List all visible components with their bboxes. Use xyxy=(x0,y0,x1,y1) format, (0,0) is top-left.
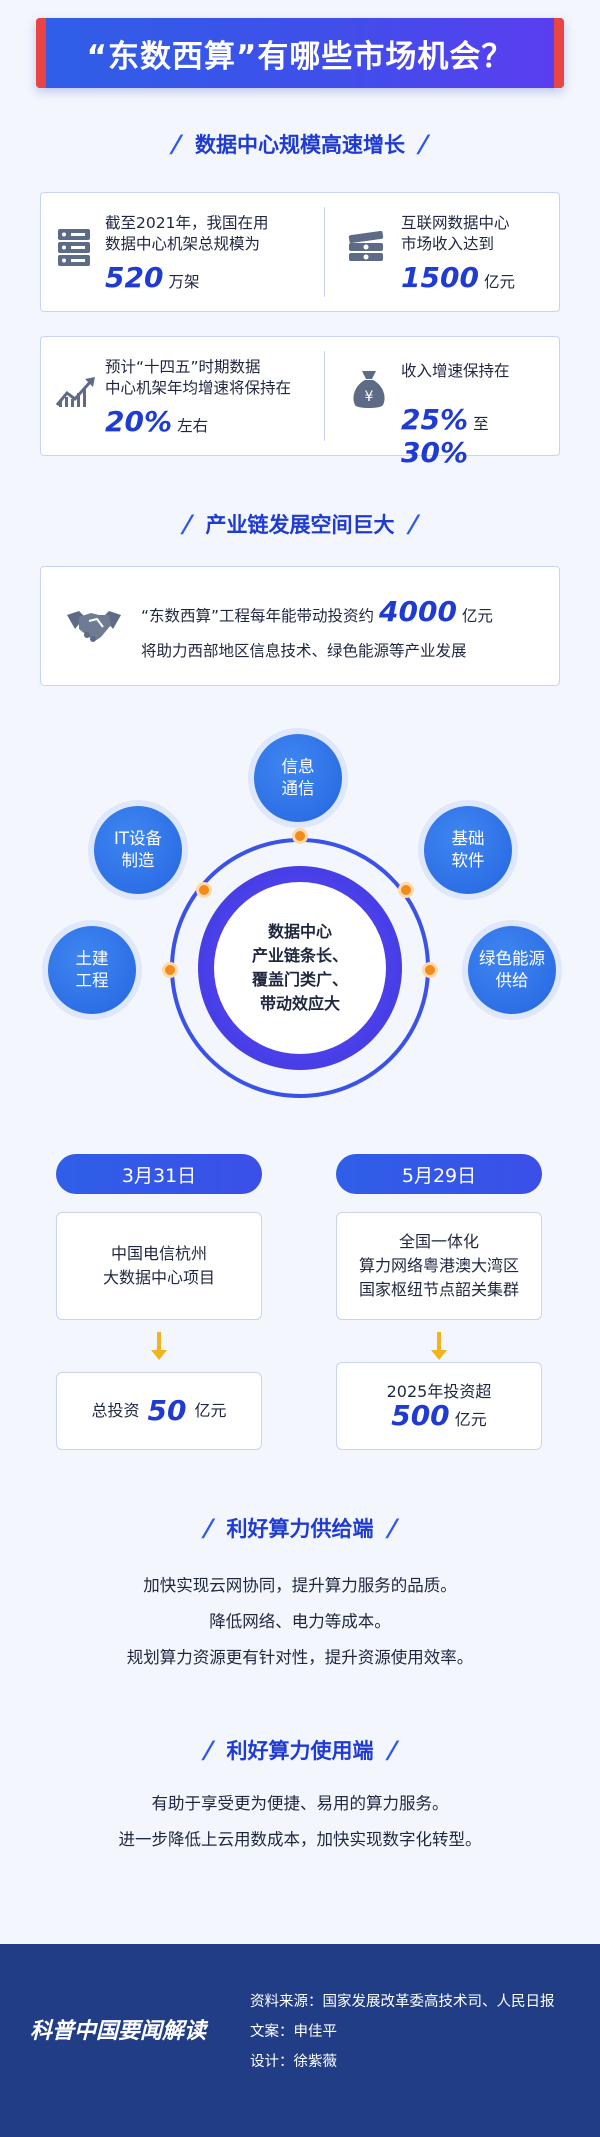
invest-box-left: 总投资 50 亿元 xyxy=(56,1372,262,1450)
invest-card: “东数西算”工程每年能带动投资约 4000 亿元 将助力西部地区信息技术、绿色能… xyxy=(40,566,560,686)
stat-value-row: 25% 至 30% xyxy=(401,403,559,469)
arrow-down-icon xyxy=(429,1332,449,1362)
core-line: 带动效应大 xyxy=(259,994,340,1013)
stat-value-row: 520 万架 xyxy=(105,261,200,294)
industry-bubble-software: 基础软件 xyxy=(424,806,512,894)
connector-dot xyxy=(162,962,178,978)
footer-copy: 文案：申佳平 xyxy=(250,2024,337,2040)
stat-text: 收入增速保持在 xyxy=(401,362,510,380)
section-heading-text: 利好算力供给端 xyxy=(226,1517,374,1541)
stat-unit: 万架 xyxy=(168,273,200,291)
money-stack-icon xyxy=(347,229,387,271)
invest-value: 4000 xyxy=(379,595,457,628)
supply-line: 降低网络、电力等成本。 xyxy=(209,1612,391,1631)
section-heading-industry: / 产业链发展空间巨大 / xyxy=(0,504,600,544)
section-heading-growth: / 数据中心规模高速增长 / xyxy=(0,124,600,164)
stat-text: 截至2021年，我国在用 数据中心机架总规模为 xyxy=(105,214,269,253)
arrow-down-icon xyxy=(149,1332,169,1362)
supply-line: 加快实现云网协同，提升算力服务的品质。 xyxy=(143,1576,457,1595)
connector-dot xyxy=(292,828,308,844)
slash-decoration: / xyxy=(199,1736,217,1764)
demand-line: 有助于享受更为便捷、易用的算力服务。 xyxy=(151,1794,449,1813)
core-line: 产业链条长、 xyxy=(251,946,348,965)
stat-unit: 亿元 xyxy=(484,273,516,291)
project-box-left: 中国电信杭州 大数据中心项目 xyxy=(56,1212,262,1320)
invest-line-2: 将助力西部地区信息技术、绿色能源等产业发展 xyxy=(141,642,467,660)
server-rack-icon xyxy=(57,227,91,273)
stat-value: 1500 xyxy=(401,261,479,294)
stat-card-2: 预计“十四五”时期数据 中心机架年均增速将保持在 20% 左右 ¥ 收入增速保持… xyxy=(40,336,560,469)
slash-decoration: / xyxy=(404,510,422,538)
section-heading-demand: / 利好算力使用端 / xyxy=(0,1730,600,1770)
footer-logo: 科普中国要闻解读 xyxy=(30,2019,207,2044)
connector-dot xyxy=(398,882,414,898)
section-heading-text: 利好算力使用端 xyxy=(226,1739,374,1763)
connector-dot xyxy=(422,962,438,978)
date-pill-left: 3月31日 xyxy=(56,1154,262,1194)
money-bag-icon: ¥ xyxy=(351,367,387,415)
date-pill-right: 5月29日 xyxy=(336,1154,542,1194)
stat-value: 20% xyxy=(105,405,173,438)
stat-value-row: 20% 左右 xyxy=(105,405,208,438)
section-heading-text: 产业链发展空间巨大 xyxy=(205,513,395,537)
connector-dot xyxy=(196,882,212,898)
invest-line-1: “东数西算”工程每年能带动投资约 4000 亿元 xyxy=(141,595,493,628)
supply-line: 规划算力资源更有针对性，提升资源使用效率。 xyxy=(126,1648,474,1667)
invest-value: 50 xyxy=(147,1394,187,1427)
section-heading-supply: / 利好算力供给端 / xyxy=(0,1508,600,1548)
stat-connector: 至 xyxy=(473,415,489,433)
page-title: “东数西算”有哪些市场机会？ xyxy=(86,38,514,75)
stat-text: 互联网数据中心 市场收入达到 xyxy=(401,214,510,253)
slash-decoration: / xyxy=(168,130,185,158)
title-banner: “东数西算”有哪些市场机会？ xyxy=(36,18,564,88)
core-line: 覆盖门类广、 xyxy=(251,970,348,989)
stat-text: 预计“十四五”时期数据 中心机架年均增速将保持在 xyxy=(105,358,292,397)
slash-decoration: / xyxy=(383,1514,401,1542)
project-box-right: 全国一体化 算力网络粤港澳大湾区 国家枢纽节点韶关集群 xyxy=(336,1212,542,1320)
core-line: 数据中心 xyxy=(267,922,332,941)
slash-decoration: / xyxy=(178,510,196,538)
industry-ring-core: 数据中心 产业链条长、 覆盖门类广、 带动效应大 xyxy=(214,882,386,1054)
invest-value: 500 xyxy=(391,1399,450,1432)
industry-bubble-green-energy: 绿色能源供给 xyxy=(468,926,556,1014)
stat-card-1: 截至2021年，我国在用 数据中心机架总规模为 520 万架 互联网数据中心 市… xyxy=(40,192,560,312)
trend-chart-icon xyxy=(55,373,97,413)
slash-decoration: / xyxy=(383,1736,401,1764)
industry-bubble-it-equipment: IT设备制造 xyxy=(94,806,182,894)
slash-decoration: / xyxy=(199,1514,217,1542)
card-divider xyxy=(324,207,325,297)
stat-value: 520 xyxy=(105,261,164,294)
industry-bubble-civil-engineering: 土建工程 xyxy=(48,926,136,1014)
section-heading-text: 数据中心规模高速增长 xyxy=(195,133,405,157)
card-divider xyxy=(324,351,325,441)
slash-decoration: / xyxy=(415,130,432,158)
demand-line: 进一步降低上云用数成本，加快实现数字化转型。 xyxy=(118,1830,482,1849)
stat-value-row: 1500 亿元 xyxy=(401,261,515,294)
footer-source: 资料来源：国家发展改革委高技术司、人民日报 xyxy=(250,1994,555,2010)
footer xyxy=(0,1944,600,2137)
handshake-icon xyxy=(65,605,123,651)
stat-value-low: 25% xyxy=(401,403,469,436)
stat-unit: 左右 xyxy=(177,417,209,435)
invest-box-right: 2025年投资超 500 亿元 xyxy=(336,1362,542,1450)
stat-value-high: 30% xyxy=(401,436,469,469)
footer-design: 设计：徐紫薇 xyxy=(250,2054,337,2070)
svg-text:¥: ¥ xyxy=(365,389,374,405)
industry-bubble-telecom: 信息通信 xyxy=(254,734,342,822)
